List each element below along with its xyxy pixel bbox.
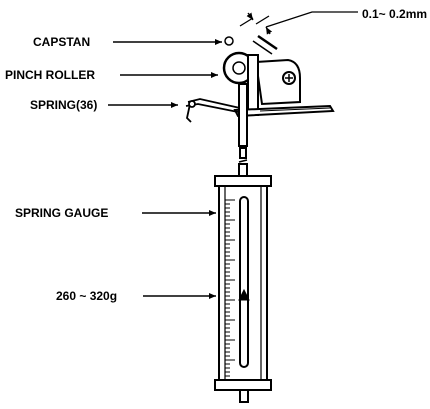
spring-label: SPRING(36) <box>30 98 98 112</box>
spring-gauge-label: SPRING GAUGE <box>15 206 109 220</box>
capstan-shaft <box>224 36 234 46</box>
gap-dimension <box>239 11 358 35</box>
capstan-label: CAPSTAN <box>33 35 91 49</box>
gauge-hook-rod <box>238 83 248 185</box>
spring-gauge <box>214 175 272 403</box>
spring-36 <box>185 98 241 123</box>
gauge-scale-ticks <box>225 199 235 377</box>
pinch-roller-assembly <box>222 51 335 118</box>
pinch-roller-label: PINCH ROLLER <box>5 68 95 82</box>
force-range-label: 260 ~ 320g <box>56 289 118 303</box>
gap-dimension-label: 0.1~ 0.2mm <box>362 7 428 21</box>
